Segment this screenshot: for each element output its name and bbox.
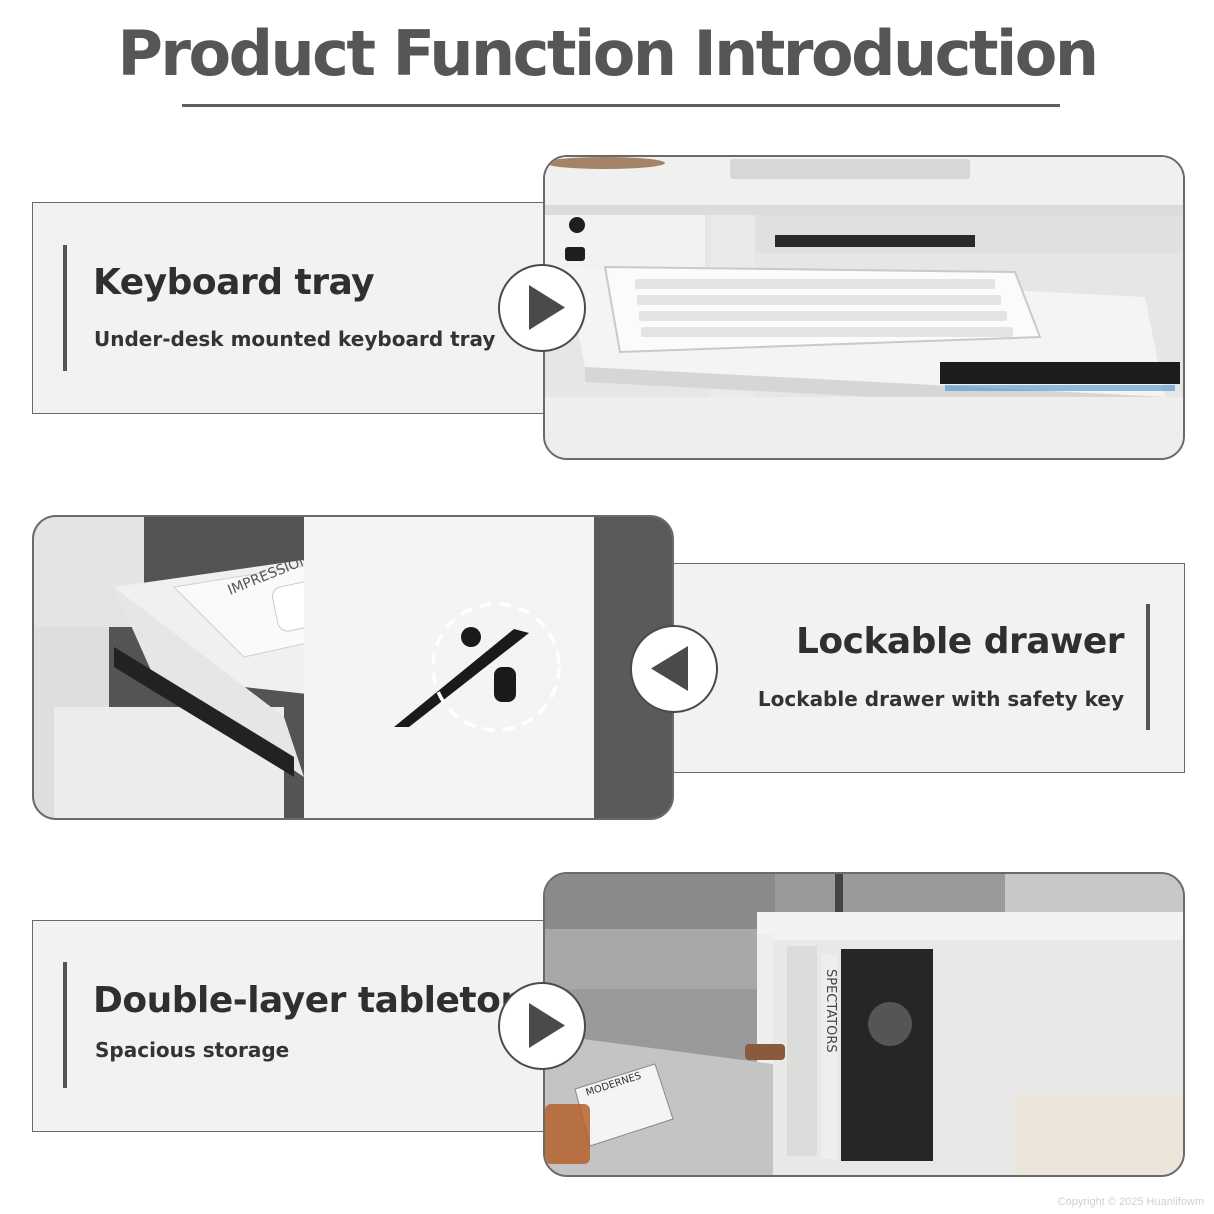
- play-right-icon: [498, 982, 586, 1070]
- feature-title-keyboard-tray: Keyboard tray: [93, 262, 375, 303]
- play-left-icon: [630, 625, 718, 713]
- play-right-icon: [498, 264, 586, 352]
- accent-bar: [63, 962, 67, 1088]
- feature-panel-lockable-drawer: [642, 563, 1185, 773]
- feature-panel-double-layer-tabletop: [32, 920, 572, 1132]
- feature-title-double-layer-tabletop: Double-layer tabletop: [93, 980, 526, 1021]
- feature-subtitle-lockable-drawer: Lockable drawer with safety key: [757, 687, 1124, 711]
- copyright-text: Copyright © 2025 Huanlifowm: [1057, 1196, 1204, 1208]
- keyboard-tray-photo: [543, 155, 1185, 460]
- lockable-drawer-photo: IMPRESSION: [32, 515, 674, 820]
- title-underline: [182, 104, 1060, 107]
- accent-bar: [1146, 604, 1150, 730]
- feature-title-lockable-drawer: Lockable drawer: [795, 621, 1125, 662]
- double-layer-tabletop-photo: SPECTATORS MODERNES: [543, 872, 1185, 1177]
- page-title: Product Function Introduction: [117, 17, 1099, 90]
- accent-bar: [63, 245, 67, 371]
- book-spine-title: SPECTATORS: [823, 969, 838, 1053]
- feature-subtitle-double-layer-tabletop: Spacious storage: [95, 1038, 290, 1062]
- feature-panel-keyboard-tray: [32, 202, 572, 414]
- feature-subtitle-keyboard-tray: Under-desk mounted keyboard tray: [94, 327, 496, 351]
